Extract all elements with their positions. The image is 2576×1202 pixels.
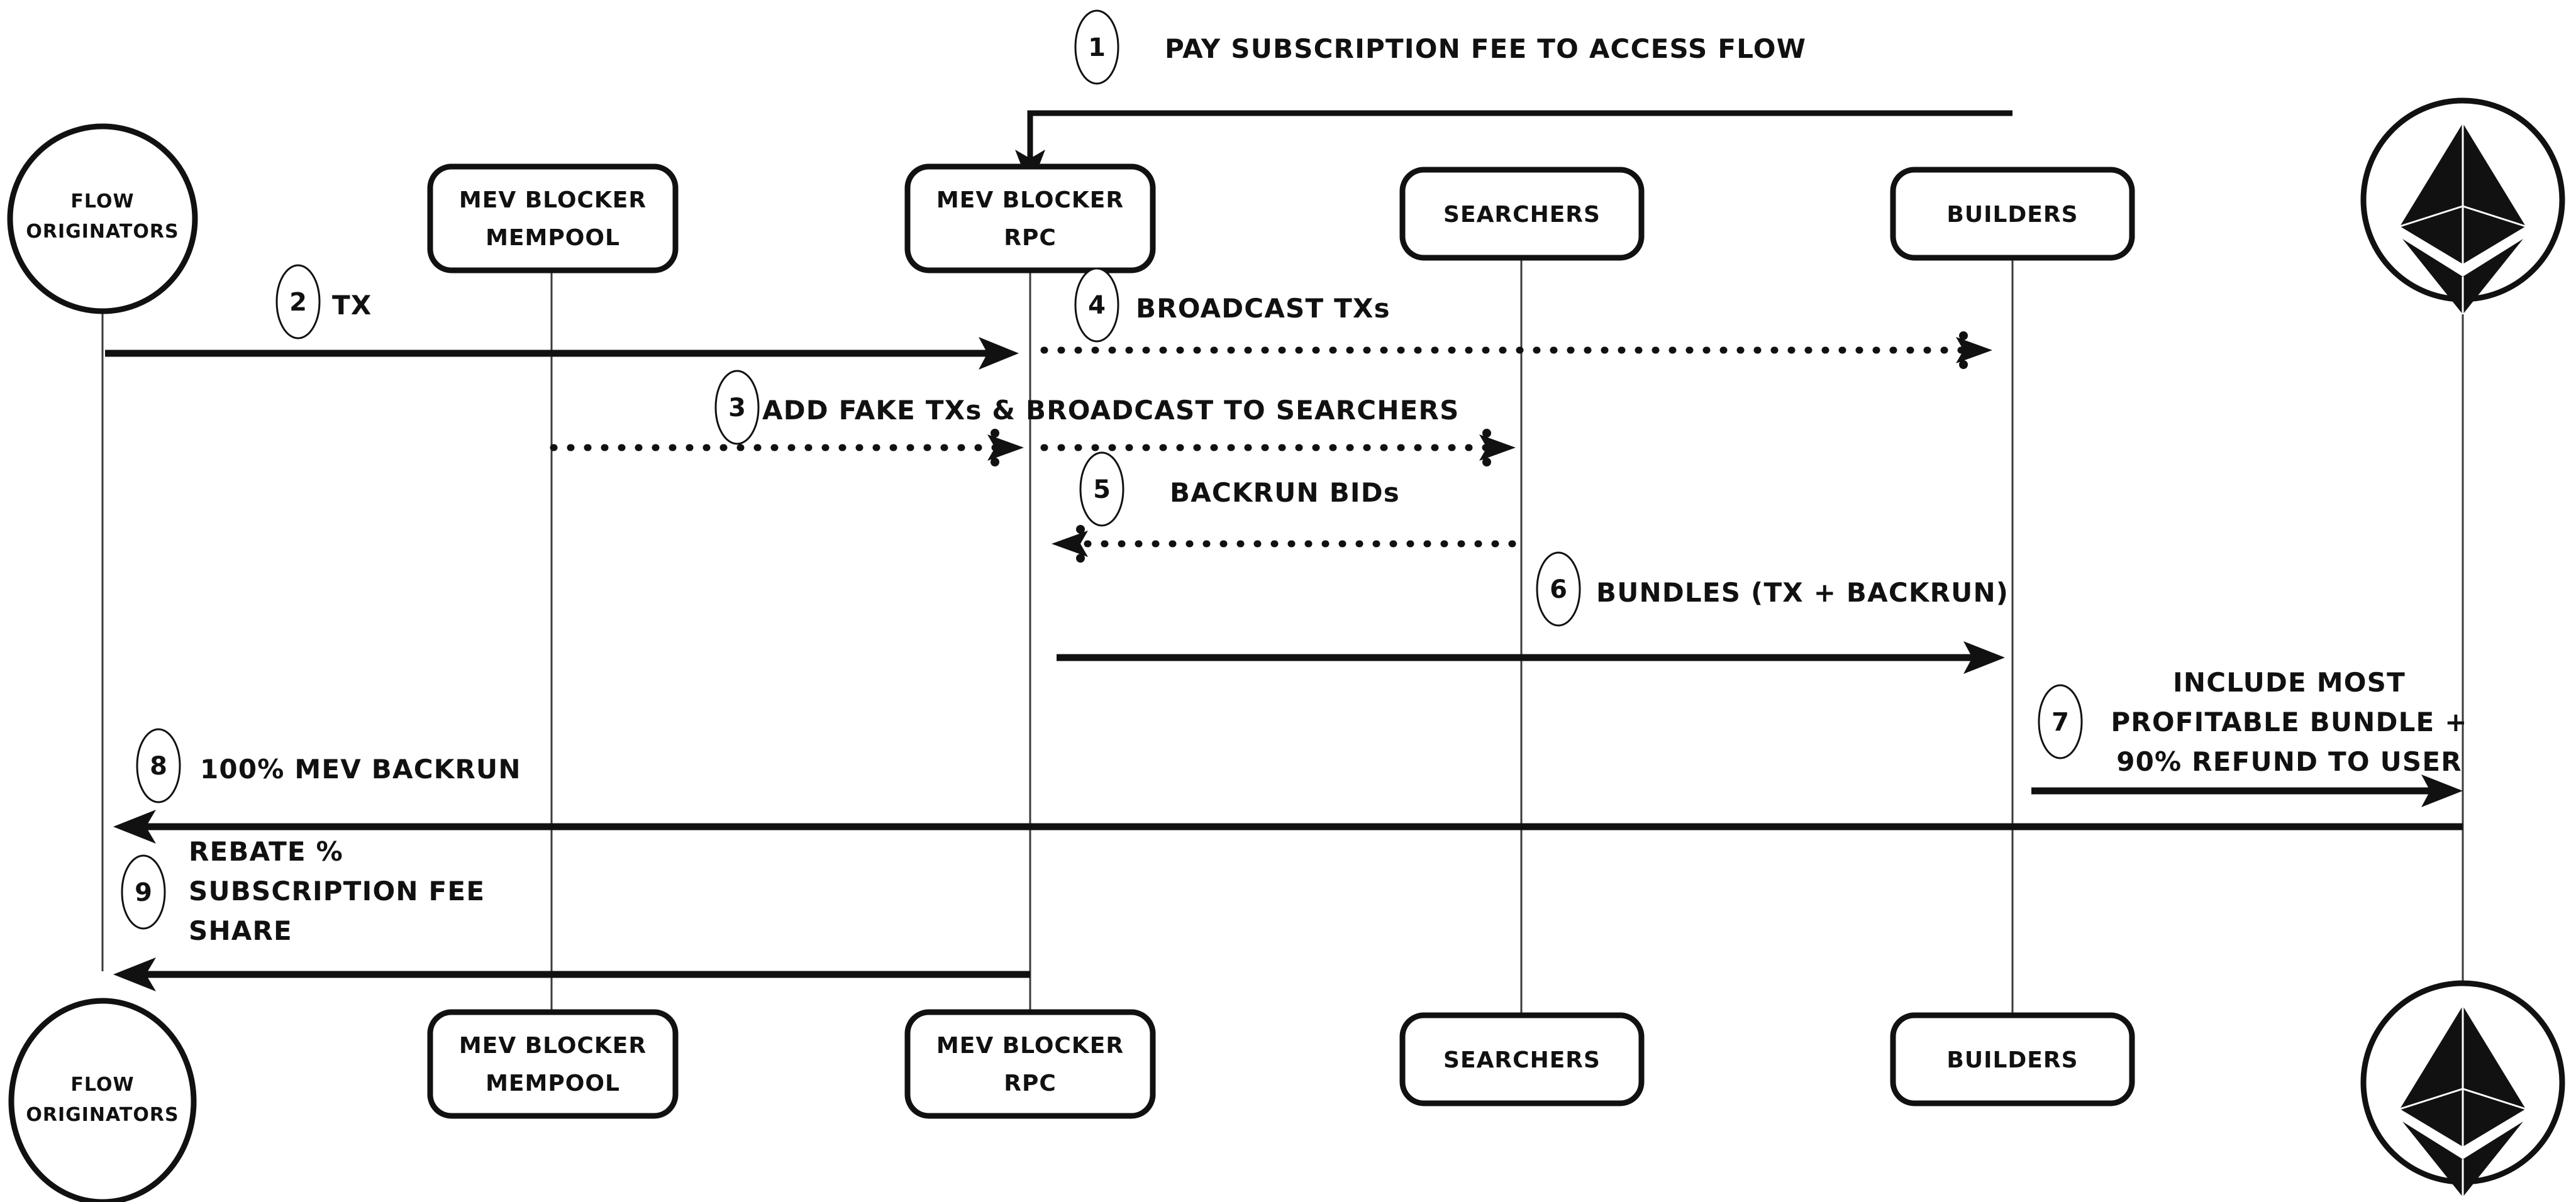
step-badge-6: 6: [1536, 551, 1581, 627]
flow-originators-label-line2-bottom: ORIGINATORS: [26, 1104, 179, 1126]
mev-blocker-mempool-label-line1-bottom: MEV BLOCKER: [459, 1033, 647, 1059]
ethereum-logo-icon-bottom: [2399, 1006, 2526, 1197]
message-label-9-line1: REBATE %: [189, 836, 343, 867]
message-8-arrow: [113, 810, 2463, 844]
node-mev-blocker-mempool-bottom[interactable]: MEV BLOCKER MEMPOOL: [427, 1009, 679, 1119]
step-number-6: 6: [1550, 575, 1567, 604]
message-label-7-line2: PROFITABLE BUNDLE +: [2111, 707, 2467, 737]
flow-originators-label-line1-bottom: FLOW: [70, 1074, 134, 1096]
message-4-arrow: [1040, 331, 1992, 369]
mev-blocker-mempool-label-line1-top: MEV BLOCKER: [459, 187, 647, 213]
step-badge-9: 9: [121, 854, 166, 930]
message-label-7-line3: 90% REFUND TO USER: [2116, 746, 2462, 777]
message-label-9-line3: SHARE: [189, 915, 292, 946]
message-label-5: BACKRUN BIDs: [1170, 477, 1400, 508]
mev-blocker-mempool-shape-bottom: [427, 1009, 679, 1119]
step-number-1: 1: [1088, 33, 1106, 62]
searchers-shape-top: [1399, 167, 1645, 261]
step-number-3: 3: [728, 394, 746, 422]
mev-blocker-rpc-label-line2-bottom: RPC: [1004, 1071, 1057, 1096]
node-mev-blocker-mempool-top[interactable]: MEV BLOCKER MEMPOOL: [427, 163, 679, 273]
node-flow-originators-bottom[interactable]: FLOW ORIGINATORS: [8, 998, 197, 1202]
step-number-2: 2: [289, 288, 307, 317]
mev-blocker-rpc-label-line1-top: MEV BLOCKER: [936, 187, 1124, 213]
message-9-arrow: [113, 957, 1030, 991]
step-number-4: 4: [1088, 291, 1106, 320]
message-label-3: ADD FAKE TXs & BROADCAST TO SEARCHERS: [762, 395, 1460, 426]
node-mev-blocker-rpc-bottom[interactable]: MEV BLOCKER RPC: [904, 1009, 1156, 1119]
message-3-arrow: [550, 429, 1516, 466]
step-badge-2: 2: [275, 264, 321, 339]
searchers-label-top: SEARCHERS: [1443, 202, 1601, 228]
node-builders-bottom[interactable]: BUILDERS: [1890, 1012, 2135, 1106]
builders-label-top: BUILDERS: [1946, 202, 2078, 228]
flow-originators-shape-bottom: [8, 998, 197, 1202]
node-searchers-top[interactable]: SEARCHERS: [1399, 167, 1645, 261]
flow-originators-label-line1-top: FLOW: [70, 190, 134, 212]
step-number-5: 5: [1093, 475, 1111, 504]
searchers-label-bottom: SEARCHERS: [1443, 1047, 1601, 1073]
step-badge-8: 8: [136, 728, 181, 803]
mev-blocker-mempool-label-line2-bottom: MEMPOOL: [486, 1071, 620, 1096]
builders-label-bottom: BUILDERS: [1946, 1047, 2078, 1073]
node-ethereum-top[interactable]: [2360, 97, 2565, 314]
mev-blocker-rpc-label-line1-bottom: MEV BLOCKER: [936, 1033, 1124, 1059]
step-number-7: 7: [2051, 708, 2069, 737]
flow-originators-shape-top: [7, 123, 198, 314]
node-searchers-bottom[interactable]: SEARCHERS: [1399, 1012, 1645, 1106]
lifelines: [101, 259, 2464, 1013]
ethereum-logo-icon-top: [2399, 123, 2526, 314]
node-builders-top[interactable]: BUILDERS: [1890, 167, 2135, 261]
step-number-9: 9: [135, 878, 152, 907]
searchers-shape-bottom: [1399, 1012, 1645, 1106]
message-5-arrow: [1052, 525, 1516, 563]
message-label-4: BROADCAST TXs: [1136, 293, 1391, 324]
step-number-8: 8: [150, 752, 167, 781]
mev-blocker-rpc-label-line2-top: RPC: [1004, 225, 1057, 251]
builders-shape-top: [1890, 167, 2135, 261]
message-label-2: TX: [332, 290, 372, 321]
message-6-arrow: [1057, 641, 2005, 674]
mev-blocker-mempool-shape-top: [427, 163, 679, 273]
step-badge-5: 5: [1079, 451, 1124, 527]
step-badge-7: 7: [2038, 684, 2083, 759]
mev-blocker-rpc-shape-top: [904, 163, 1156, 273]
message-label-9-line2: SUBSCRIPTION FEE: [189, 876, 485, 907]
message-label-8: 100% MEV BACKRUN: [200, 754, 521, 785]
message-label-6: BUNDLES (TX + BACKRUN): [1596, 577, 2009, 608]
message-2-arrow: [105, 337, 1019, 370]
step-badge-4: 4: [1074, 267, 1119, 343]
step-badge-3: 3: [714, 370, 760, 445]
builders-shape-bottom: [1890, 1012, 2135, 1106]
node-flow-originators-top[interactable]: FLOW ORIGINATORS: [7, 123, 198, 314]
node-ethereum-bottom[interactable]: [2360, 980, 2565, 1197]
mev-blocker-mempool-label-line2-top: MEMPOOL: [486, 225, 620, 251]
mev-blocker-rpc-shape-bottom: [904, 1009, 1156, 1119]
message-label-7-line1: INCLUDE MOST: [2173, 667, 2406, 698]
message-7-arrow: [2031, 775, 2463, 807]
message-label-1: PAY SUBSCRIPTION FEE TO ACCESS FLOW: [1165, 33, 1806, 64]
step-badge-1: 1: [1074, 9, 1119, 85]
flow-originators-label-line2-top: ORIGINATORS: [26, 221, 179, 243]
node-mev-blocker-rpc-top[interactable]: MEV BLOCKER RPC: [904, 163, 1156, 273]
